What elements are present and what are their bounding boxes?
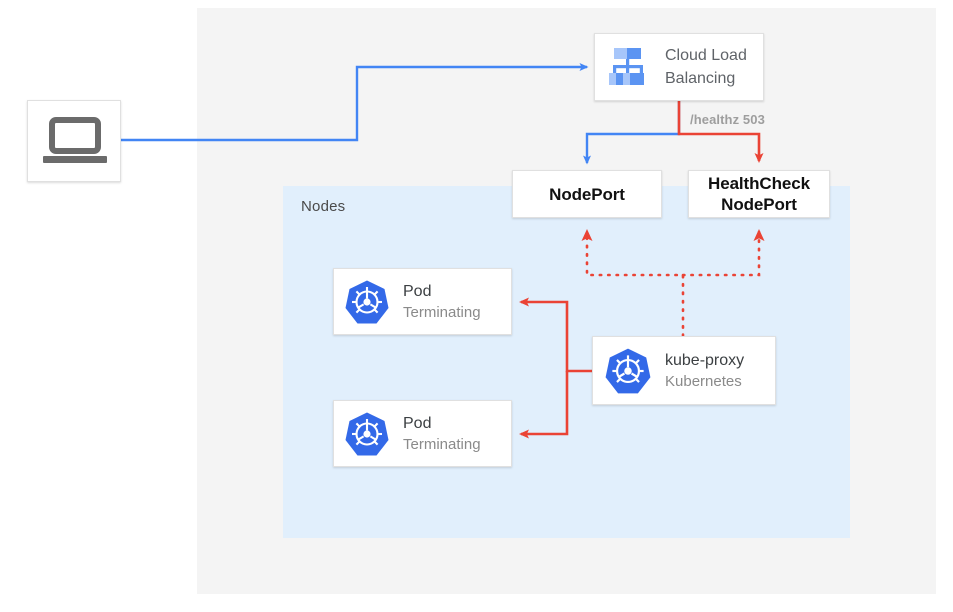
cloud-load-balancing-label: Cloud Load Balancing (665, 44, 747, 90)
kube-proxy-text: kube-proxy Kubernetes (665, 350, 744, 392)
cloud-load-balancing-icon (605, 44, 653, 90)
pod-status: Terminating (403, 303, 481, 321)
kubernetes-icon (343, 410, 391, 458)
kube-proxy-subtitle: Kubernetes (665, 372, 742, 390)
pod-status: Terminating (403, 435, 481, 453)
pod-card: Pod Terminating (333, 268, 512, 335)
healthcheck-nodeport-label-line2: NodePort (721, 195, 797, 214)
pod-card: Pod Terminating (333, 400, 512, 467)
kube-proxy-card: kube-proxy Kubernetes (592, 336, 776, 405)
client-card (27, 100, 121, 182)
kubernetes-icon (343, 278, 391, 326)
healthcheck-nodeport-label: HealthCheck NodePort (708, 173, 810, 215)
cloud-load-balancing-card: Cloud Load Balancing (594, 33, 764, 101)
cloud-load-balancing-label-line1: Cloud Load (665, 47, 747, 64)
healthcheck-nodeport-label-line1: HealthCheck (708, 174, 810, 193)
kubernetes-icon (603, 346, 653, 396)
pod-text: Pod Terminating (403, 413, 481, 455)
healthcheck-nodeport-card: HealthCheck NodePort (688, 170, 830, 218)
nodes-panel-label: Nodes (301, 198, 346, 215)
pod-name: Pod (403, 414, 432, 432)
pod-text: Pod Terminating (403, 281, 481, 323)
healthz-status-label: /healthz 503 (690, 112, 765, 127)
nodeport-label: NodePort (549, 184, 625, 204)
laptop-icon (28, 117, 122, 187)
pod-name: Pod (403, 282, 432, 300)
kube-proxy-name: kube-proxy (665, 351, 745, 369)
nodeport-card: NodePort (512, 170, 662, 218)
cloud-load-balancing-label-line2: Balancing (665, 70, 736, 87)
